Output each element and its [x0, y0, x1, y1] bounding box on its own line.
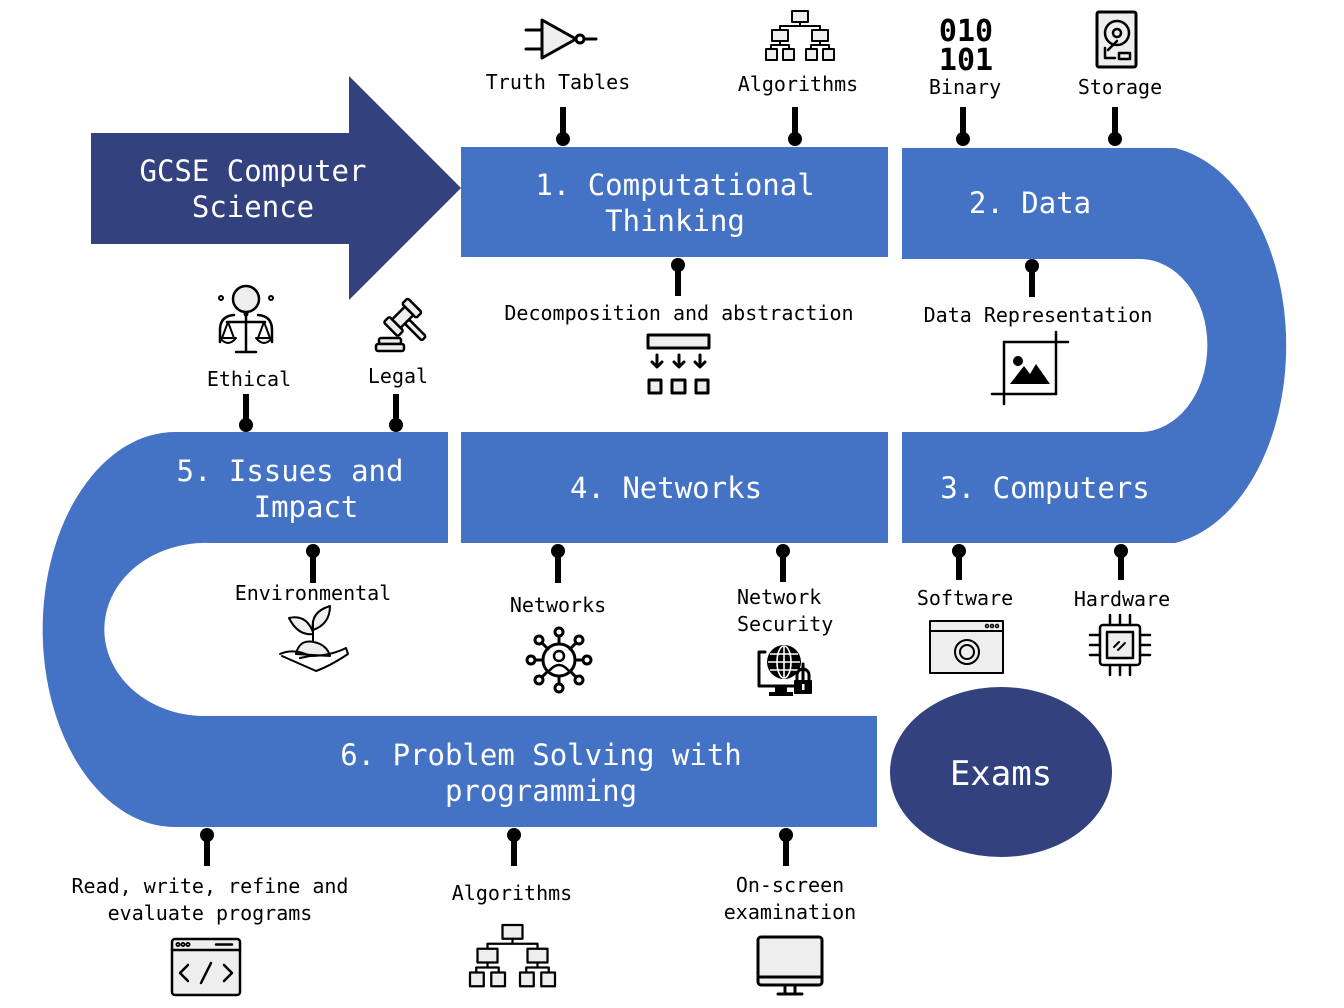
topic-binary[interactable]: Binary [929, 75, 1001, 99]
connector-pins [200, 107, 1128, 866]
pin-dot [956, 132, 970, 146]
start-arrow-label-line2: Science [192, 190, 314, 224]
person-scales-icon [218, 284, 274, 354]
code-window-icon [170, 937, 242, 997]
topic-networks[interactable]: Networks [510, 593, 606, 617]
topic-network-security-line1[interactable]: Network [737, 585, 821, 609]
binary-glyph-line1: 010 [939, 14, 993, 49]
unit-4-title: 4. Networks [570, 471, 762, 505]
monitor-icon [756, 935, 824, 996]
unit-5-title-line2: Impact [254, 490, 359, 524]
unit-6-title-line2: programming [445, 774, 637, 808]
topic-truth-tables[interactable]: Truth Tables [486, 70, 631, 94]
pin-dot [239, 418, 253, 432]
topic-hardware[interactable]: Hardware [1074, 587, 1170, 611]
cpu-chip-icon [1088, 613, 1152, 677]
hierarchy-icon [468, 923, 557, 988]
software-window-gear-icon [929, 620, 1004, 674]
binary-icon: 010 101 [939, 14, 993, 78]
topic-ethical[interactable]: Ethical [207, 367, 291, 391]
unit-5-6-band[interactable] [42, 432, 878, 827]
topic-on-screen-line2[interactable]: examination [724, 900, 856, 924]
start-arrow [91, 76, 461, 300]
pin-dot [556, 132, 570, 146]
gavel-icon [374, 297, 427, 353]
logic-gate-icon [524, 18, 598, 60]
topic-labels: Truth Tables Algorithms Decomposition an… [72, 70, 1171, 925]
topic-storage[interactable]: Storage [1078, 75, 1162, 99]
topic-decomposition[interactable]: Decomposition and abstraction [504, 301, 853, 325]
binary-glyph-line2: 101 [939, 43, 993, 78]
unit-3-title: 3. Computers [940, 471, 1150, 505]
topic-algorithms-unit1[interactable]: Algorithms [738, 72, 858, 96]
exams-label: Exams [950, 754, 1052, 794]
unit-2-3-band[interactable] [902, 148, 1287, 543]
band-labels: GCSE Computer Science 1. Computational T… [140, 154, 1150, 808]
topic-environmental[interactable]: Environmental [235, 581, 392, 605]
unit-1-title-line1: 1. Computational [535, 168, 814, 202]
topic-network-security-line2[interactable]: Security [737, 612, 833, 636]
hierarchy-icon [765, 10, 835, 61]
topic-on-screen-line1[interactable]: On-screen [736, 873, 844, 897]
start-arrow-label-line1: GCSE Computer [140, 154, 367, 188]
topic-read-write-line2[interactable]: evaluate programs [108, 901, 313, 925]
pin-dot [788, 132, 802, 146]
topic-read-write-line1[interactable]: Read, write, refine and [72, 874, 349, 898]
unit-6-title-line1: 6. Problem Solving with [340, 738, 742, 772]
topic-software[interactable]: Software [917, 586, 1013, 610]
unit-4-band[interactable] [461, 432, 888, 543]
exams-node[interactable]: Exams [890, 687, 1112, 857]
roadmap-path [42, 76, 1287, 827]
globe-lock-monitor-icon [757, 645, 812, 696]
hand-plant-icon [279, 605, 349, 672]
unit-5-title-line1: 5. Issues and [177, 454, 404, 488]
hard-drive-icon [1095, 10, 1138, 69]
unit-1-band[interactable] [461, 147, 888, 257]
image-crop-icon [990, 330, 1070, 406]
unit-1-title-line2: Thinking [605, 204, 745, 238]
decomposition-icon [646, 333, 711, 395]
topic-data-representation[interactable]: Data Representation [924, 303, 1153, 327]
exams-ellipse[interactable] [890, 687, 1112, 857]
topic-legal[interactable]: Legal [368, 364, 428, 388]
pin-dot [1108, 132, 1122, 146]
network-hub-icon [525, 626, 593, 694]
unit-2-title: 2. Data [969, 186, 1091, 220]
pin-dot [389, 418, 403, 432]
topic-algorithms-unit6[interactable]: Algorithms [452, 881, 572, 905]
